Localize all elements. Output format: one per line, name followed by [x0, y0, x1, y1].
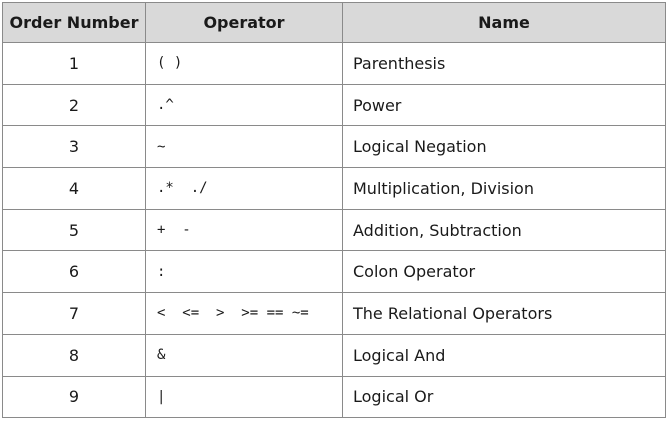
- table-row: 8 & Logical And: [2, 333, 666, 377]
- name-cell: The Relational Operators: [342, 292, 666, 335]
- name-cell: Logical Or: [342, 375, 666, 419]
- operator-cell: < <= > >= == ~=: [145, 292, 343, 335]
- table-row: 7 < <= > >= == ~= The Relational Operato…: [2, 292, 666, 335]
- name-cell: Power: [342, 83, 666, 127]
- name-cell: Logical Negation: [342, 125, 666, 169]
- name-cell: Addition, Subtraction: [342, 208, 666, 252]
- order-number-cell: 8: [2, 333, 146, 377]
- table-row: 6 : Colon Operator: [2, 250, 666, 294]
- table-row: 3 ~ Logical Negation: [2, 125, 666, 169]
- table-row: 5 + - Addition, Subtraction: [2, 208, 666, 252]
- name-cell: Colon Operator: [342, 250, 666, 294]
- operator-cell: + -: [145, 208, 343, 252]
- operator-cell: :: [145, 250, 343, 294]
- operator-cell: |: [145, 375, 343, 419]
- header-name: Name: [342, 2, 666, 43]
- name-cell: Parenthesis: [342, 42, 666, 85]
- operator-cell: .^: [145, 83, 343, 127]
- table-header-row: Order Number Operator Name: [2, 2, 666, 43]
- operator-cell: &: [145, 333, 343, 377]
- header-order-number: Order Number: [2, 2, 146, 43]
- table-row: 2 .^ Power: [2, 83, 666, 127]
- order-number-cell: 9: [2, 375, 146, 419]
- operator-cell: .* ./: [145, 167, 343, 210]
- name-cell: Logical And: [342, 333, 666, 377]
- header-operator: Operator: [145, 2, 343, 43]
- order-number-cell: 5: [2, 208, 146, 252]
- order-number-cell: 3: [2, 125, 146, 169]
- name-cell: Multiplication, Division: [342, 167, 666, 210]
- order-number-cell: 6: [2, 250, 146, 294]
- order-number-cell: 4: [2, 167, 146, 210]
- order-number-cell: 2: [2, 83, 146, 127]
- operator-cell: ( ): [145, 42, 343, 85]
- table-row: 1 ( ) Parenthesis: [2, 42, 666, 85]
- order-number-cell: 7: [2, 292, 146, 335]
- table-row: 9 | Logical Or: [2, 375, 666, 419]
- table-row: 4 .* ./ Multiplication, Division: [2, 167, 666, 210]
- order-number-cell: 1: [2, 42, 146, 85]
- operator-cell: ~: [145, 125, 343, 169]
